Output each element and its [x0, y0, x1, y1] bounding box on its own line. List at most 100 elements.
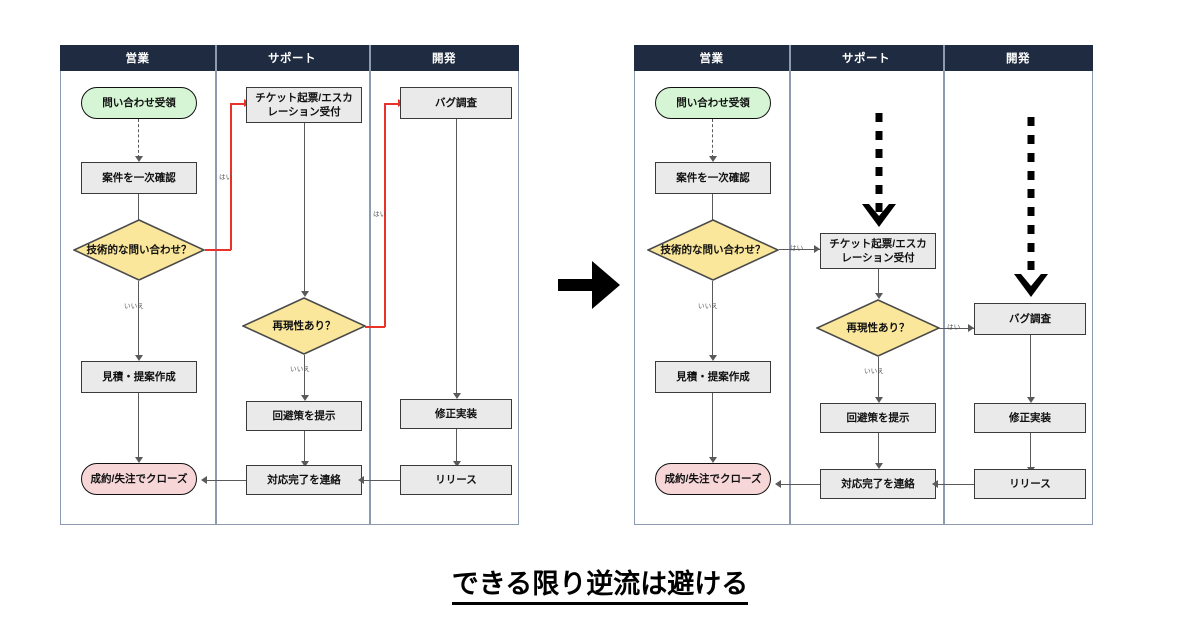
lane-header-dev: 開発: [943, 45, 1093, 71]
connector: [304, 431, 306, 463]
node-label: 再現性あり？: [272, 319, 336, 332]
diamond-shape-icon: [647, 219, 779, 281]
edge-label-no: いいえ: [290, 366, 311, 373]
connector: [712, 393, 714, 459]
node-process[interactable]: 見積・提案作成: [81, 361, 197, 393]
lane-header-label: 開発: [432, 53, 456, 65]
node-process[interactable]: 案件を一次確認: [655, 162, 771, 194]
arrowhead-down-icon: [300, 395, 309, 401]
node-process[interactable]: 回避策を提示: [246, 401, 362, 431]
node-terminator-start[interactable]: 問い合わせ受領: [81, 87, 197, 119]
node-terminator-start[interactable]: 問い合わせ受領: [655, 87, 771, 119]
backflow-connector: [230, 103, 232, 250]
node-label: 案件を一次確認: [102, 171, 176, 184]
lane-divider: [943, 45, 945, 525]
jump-arrow-support-icon: [861, 113, 896, 233]
connector: [939, 328, 974, 330]
node-process[interactable]: リリース: [400, 465, 512, 495]
caption: できる限り逆流は避ける: [0, 562, 1200, 605]
arrowhead-down-icon: [134, 156, 143, 162]
diamond-shape-icon: [816, 299, 940, 357]
node-label: バグ調査: [435, 96, 477, 109]
connector: [936, 484, 974, 486]
arrowhead-down-icon: [1026, 397, 1035, 403]
jump-arrowhead-icon: [1013, 274, 1048, 297]
arrowhead-right-icon: [814, 245, 820, 253]
backflow-connector: [384, 103, 400, 105]
lane-header-sales: 営業: [634, 45, 789, 71]
edge-label-yes: はい: [790, 245, 804, 252]
lane-header-label: 営業: [699, 53, 724, 65]
arrowhead-down-icon: [300, 461, 309, 467]
connector: [205, 480, 246, 482]
node-label: バグ調査: [1009, 312, 1051, 325]
jump-arrow-dev-icon: [1013, 117, 1048, 303]
connector: [362, 480, 400, 482]
node-decision[interactable]: 技術的な問い合わせ？: [73, 219, 205, 281]
edge-label-no: いいえ: [124, 303, 145, 310]
node-terminator-end[interactable]: 成約/失注でクローズ: [81, 463, 197, 495]
node-process[interactable]: バグ調査: [974, 303, 1086, 335]
node-decision[interactable]: 再現性あり？: [816, 299, 940, 357]
arrowhead-left-icon: [775, 480, 781, 488]
node-label: 修正実装: [1009, 411, 1051, 424]
connector-dashed: [138, 119, 139, 158]
node-process[interactable]: 修正実装: [400, 399, 512, 429]
lane-divider: [789, 45, 791, 525]
lane-header-sales: 営業: [60, 45, 215, 71]
arrowhead-left-icon: [358, 476, 364, 484]
arrowhead-down-icon: [452, 461, 461, 467]
backflow-connector: [230, 103, 246, 105]
lane-frame: [634, 45, 1093, 525]
lane-frame: [60, 45, 519, 525]
node-decision[interactable]: 再現性あり？: [242, 297, 366, 355]
lane-header-label: 開発: [1006, 53, 1030, 65]
arrowhead-down-icon: [708, 156, 717, 162]
lane-header-dev: 開発: [369, 45, 519, 71]
lane-header-support: サポート: [215, 45, 369, 71]
connector: [712, 194, 714, 236]
node-process[interactable]: 案件を一次確認: [81, 162, 197, 194]
connector: [878, 433, 880, 465]
arrowhead-down-icon: [708, 355, 717, 361]
node-label: 対応完了を連絡: [841, 477, 915, 490]
edge-label-no: いいえ: [864, 368, 885, 375]
arrowhead-down-icon: [708, 457, 717, 463]
connector-dashed: [712, 119, 713, 158]
node-process[interactable]: 見積・提案作成: [655, 361, 771, 393]
node-label: リリース: [435, 473, 477, 486]
node-process[interactable]: チケット起票/エスカレーション受付: [820, 233, 936, 269]
node-process[interactable]: チケット起票/エスカレーション受付: [246, 87, 362, 123]
node-label: チケット起票/エスカレーション受付: [829, 237, 927, 264]
backflow-connector: [205, 249, 231, 251]
connector: [779, 249, 820, 251]
connector: [878, 269, 880, 295]
arrowhead-down-icon: [134, 457, 143, 463]
node-label: 対応完了を連絡: [267, 473, 341, 486]
arrowhead-right-icon: [968, 324, 974, 332]
node-label: リリース: [1009, 477, 1051, 490]
arrowhead-down-icon: [300, 291, 309, 297]
lane-header-label: 営業: [125, 53, 150, 65]
arrowhead-down-icon: [452, 393, 461, 399]
node-process[interactable]: リリース: [974, 469, 1086, 499]
node-terminator-end[interactable]: 成約/失注でクローズ: [655, 463, 771, 495]
node-label: 問い合わせ受領: [102, 96, 176, 109]
node-decision[interactable]: 技術的な問い合わせ？: [647, 219, 779, 281]
node-label: 技術的な問い合わせ？: [86, 243, 192, 256]
node-label: 成約/失注でクローズ: [664, 472, 762, 485]
node-label: 回避策を提示: [846, 411, 910, 424]
connector: [304, 355, 306, 397]
diamond-shape-icon: [73, 219, 205, 281]
node-process[interactable]: 回避策を提示: [820, 403, 936, 433]
edge-label-no: いいえ: [698, 303, 719, 310]
node-process[interactable]: 対応完了を連絡: [246, 465, 362, 495]
connector: [138, 393, 140, 459]
connector: [304, 123, 306, 293]
node-process[interactable]: 修正実装: [974, 403, 1086, 433]
edge-label-yes: はい: [373, 211, 387, 218]
node-process[interactable]: バグ調査: [400, 87, 512, 119]
node-label: 修正実装: [435, 407, 477, 420]
node-process[interactable]: 対応完了を連絡: [820, 469, 936, 499]
caption-text: できる限り逆流は避ける: [451, 569, 749, 605]
